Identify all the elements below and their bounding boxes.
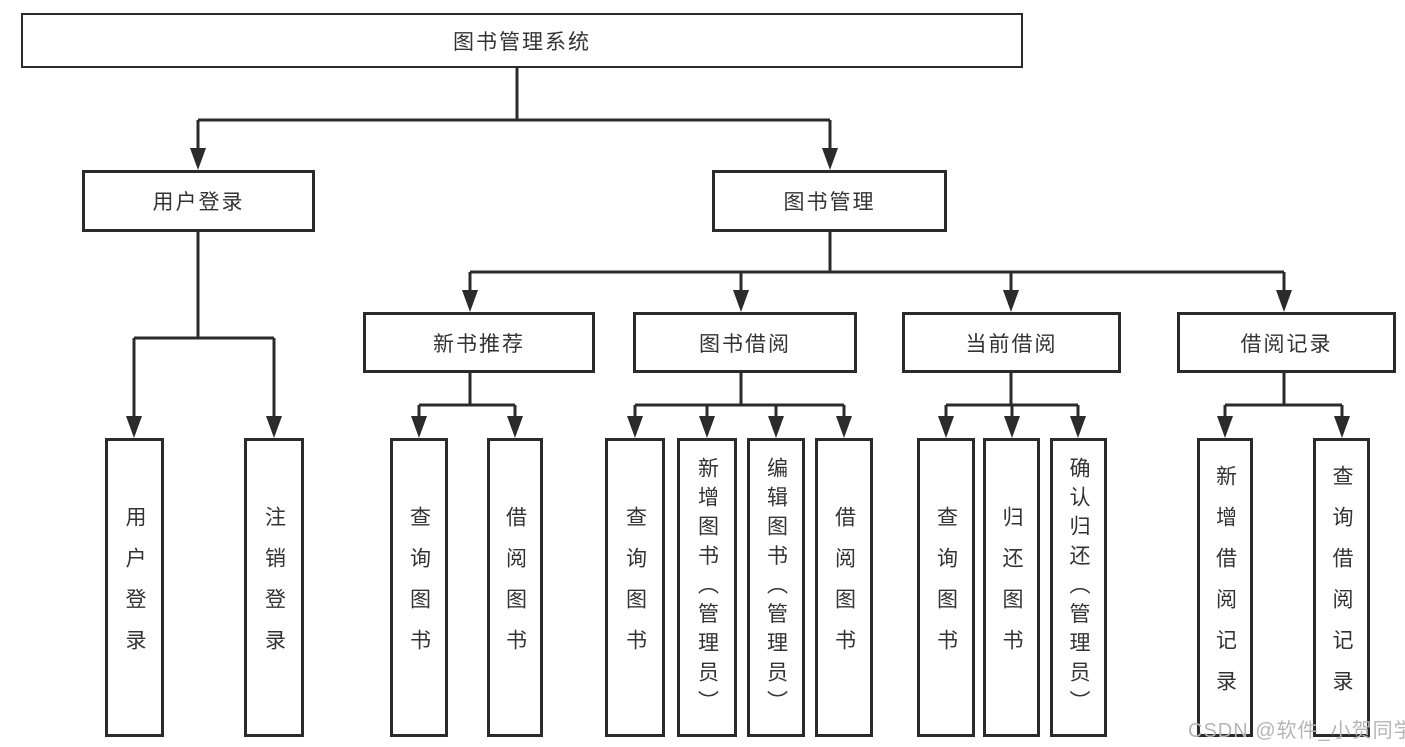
node-label: 当前借阅 — [965, 332, 1058, 356]
csdn-watermark: CSDN @软件_小贺同学 — [1188, 720, 1405, 742]
leaf-label: 查询图书 — [623, 505, 647, 670]
leaf-query-books-2: 查询图书 — [605, 438, 665, 737]
edge-current-borrow-to-leaves — [938, 373, 1086, 438]
node-book-management: 图书管理 — [712, 170, 947, 232]
leaf-label: 编辑图书（管理员） — [764, 456, 788, 719]
leaf-add-books-admin: 新增图书（管理员） — [677, 438, 737, 737]
leaf-label: 查询图书 — [407, 505, 431, 670]
leaf-label: 查询图书 — [934, 505, 958, 670]
edge-root-to-level2 — [190, 68, 838, 170]
edge-user-login-to-leaves — [126, 232, 282, 438]
node-current-borrowing: 当前借阅 — [902, 312, 1121, 373]
leaf-label: 新增借阅记录 — [1213, 464, 1237, 711]
leaf-query-books-1: 查询图书 — [390, 438, 448, 737]
node-label: 借阅记录 — [1240, 332, 1333, 356]
leaf-label: 借阅图书 — [503, 505, 527, 670]
node-user-login: 用户登录 — [82, 170, 315, 232]
edge-book-mgmt-to-level3 — [462, 232, 1292, 312]
leaf-confirm-return-admin: 确认归还（管理员） — [1050, 438, 1107, 737]
leaf-add-borrow-record: 新增借阅记录 — [1197, 438, 1253, 737]
edge-borrow-records-to-leaves — [1217, 373, 1350, 438]
node-label: 新书推荐 — [433, 332, 525, 356]
leaf-label: 归还图书 — [1000, 505, 1023, 670]
leaf-label: 注销登录 — [262, 505, 286, 670]
leaf-query-borrow-record: 查询借阅记录 — [1313, 438, 1370, 737]
node-borrowing-records: 借阅记录 — [1177, 312, 1396, 373]
leaf-label: 用户登录 — [123, 505, 146, 670]
leaf-query-books-3: 查询图书 — [917, 438, 975, 737]
edge-book-borrow-to-leaves — [627, 373, 852, 438]
leaf-label: 新增图书（管理员） — [695, 456, 719, 719]
leaf-edit-books-admin: 编辑图书（管理员） — [747, 438, 805, 737]
leaf-user-login: 用户登录 — [105, 438, 164, 737]
node-label: 图书管理 — [783, 191, 876, 214]
leaf-borrow-books-2: 借阅图书 — [815, 438, 873, 737]
leaf-return-books: 归还图书 — [983, 438, 1040, 737]
node-label: 图书借阅 — [699, 332, 791, 356]
leaf-logout: 注销登录 — [244, 438, 304, 737]
leaf-label: 查询借阅记录 — [1330, 464, 1353, 711]
leaf-label: 确认归还（管理员） — [1067, 456, 1090, 719]
node-label: 图书管理系统 — [453, 30, 591, 54]
leaf-label: 借阅图书 — [832, 505, 856, 670]
node-new-book-recommendation: 新书推荐 — [363, 312, 595, 373]
edge-new-book-rec-to-leaves — [411, 373, 523, 438]
node-label: 用户登录 — [152, 191, 245, 214]
leaf-borrow-books-1: 借阅图书 — [487, 438, 543, 737]
node-book-borrowing: 图书借阅 — [633, 312, 857, 373]
node-library-management-system: 图书管理系统 — [21, 13, 1023, 68]
